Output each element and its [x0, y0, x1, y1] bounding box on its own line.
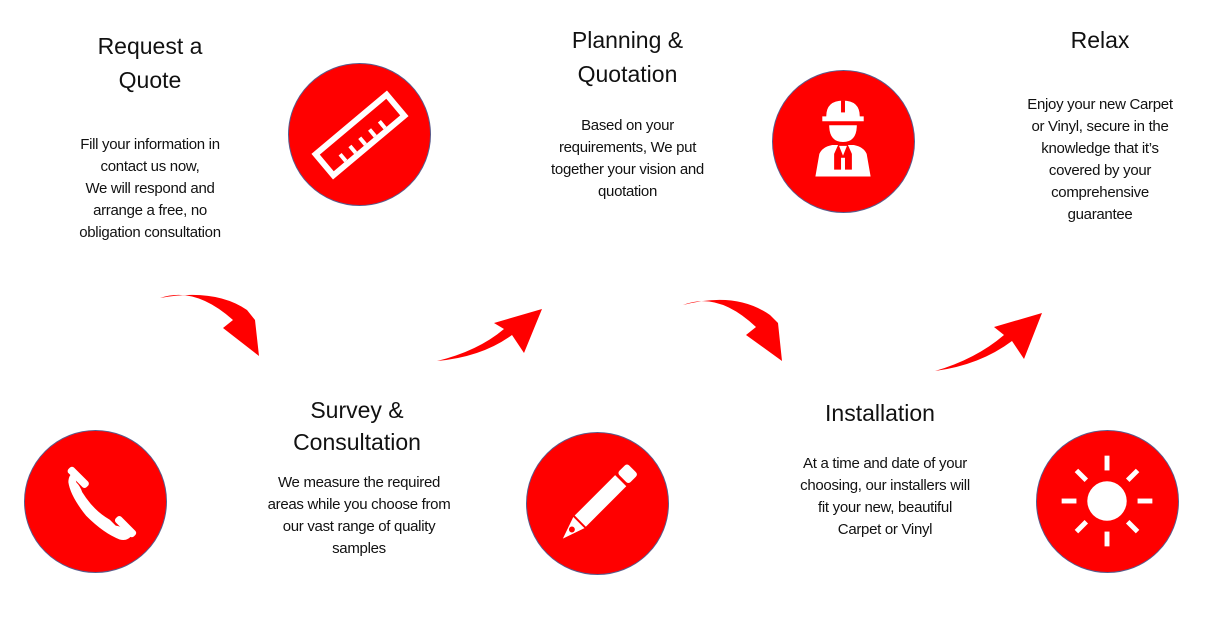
phone-circle [24, 430, 167, 573]
pencil-icon [562, 464, 637, 539]
step-survey-consultation-title: Survey & Consultation [293, 397, 421, 455]
step-relax-title: Relax [1070, 27, 1130, 53]
arrow-up-2 [935, 313, 1042, 371]
step-installation-title: Installation [825, 400, 935, 426]
ruler-circle [288, 63, 431, 206]
worker-circle [772, 70, 915, 213]
ruler-icon [311, 90, 409, 180]
arrow-up-1 [437, 309, 542, 361]
arrow-down-2 [683, 299, 782, 361]
phone-icon [67, 466, 137, 540]
sun-circle [1036, 430, 1179, 573]
step-planning-quotation-description: Based on your requirements, We put toget… [551, 117, 704, 200]
construction-worker-icon [815, 100, 871, 177]
step-survey-consultation-description: We measure the required areas while you … [267, 474, 451, 557]
arrow-down-1 [160, 294, 259, 356]
step-planning-quotation-title: Planning & Quotation [571, 27, 684, 87]
sun-icon [1061, 455, 1153, 547]
pencil-circle [526, 432, 669, 575]
step-request-quote-title: Request a Quote [97, 33, 203, 93]
step-relax-description: Enjoy your new Carpet or Vinyl, secure i… [1027, 96, 1173, 223]
step-request-quote-description: Fill your information in contact us now,… [79, 136, 221, 241]
step-installation-description: At a time and date of your choosing, our… [800, 455, 970, 538]
